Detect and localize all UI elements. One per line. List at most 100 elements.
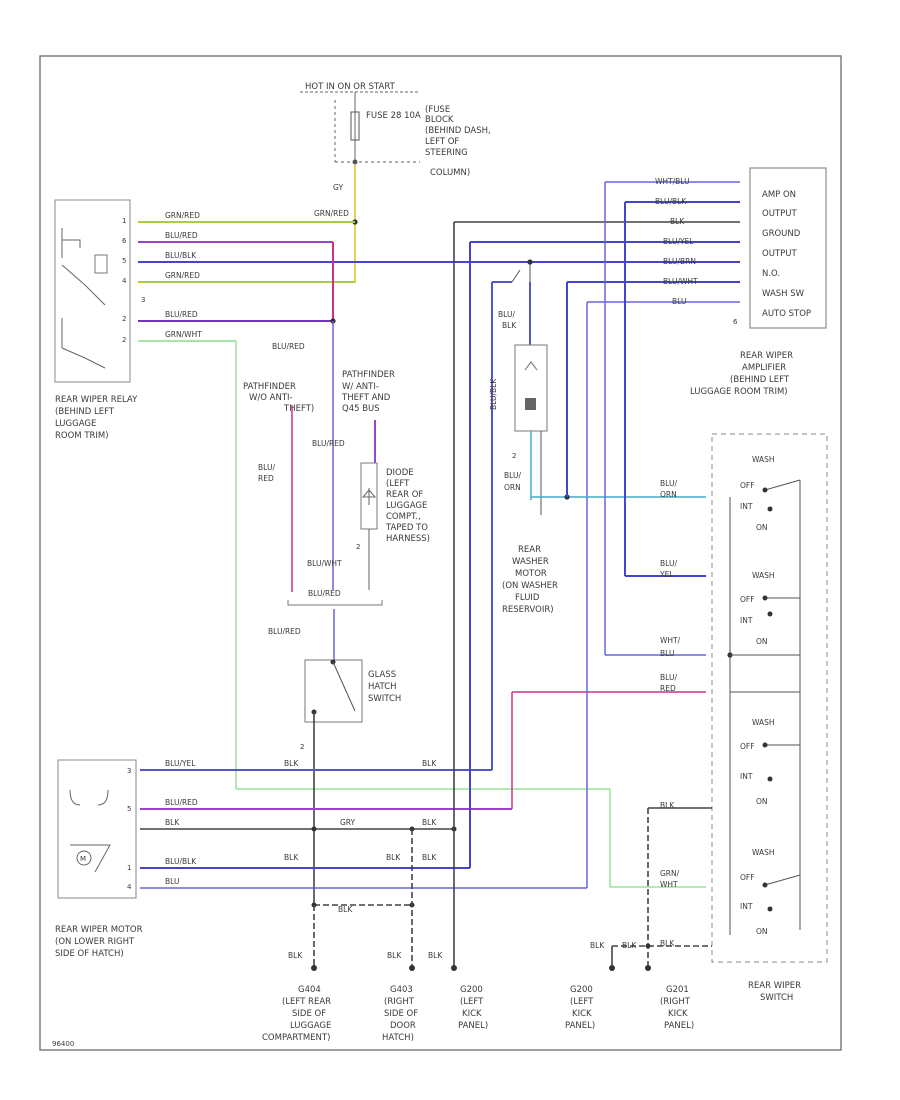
amp-terminal-3: GROUND bbox=[762, 229, 801, 239]
grounds: BLK BLK BLK BLK BLK G404 (LEFT REAR SIDE… bbox=[262, 941, 694, 1043]
relay-line-2: (BEHIND LEFT bbox=[55, 407, 115, 417]
motor-blk-a: BLK bbox=[284, 759, 299, 768]
motor-wires: BLU/YEL BLK BLK BLU/RED BLK GRY BLK BLU/… bbox=[140, 221, 740, 968]
ground-1-label: G404 (LEFT REAR SIDE OF LUGGAGE COMPARTM… bbox=[262, 985, 334, 1043]
footer-code: 96400 bbox=[52, 1040, 74, 1048]
pathfinder-wo-3: THEFT) bbox=[283, 404, 314, 414]
amp-wire-4: BLU/YEL bbox=[663, 237, 694, 246]
washer-pin: 2 bbox=[512, 452, 516, 460]
amp-wire-6: BLU/WHT bbox=[663, 277, 698, 286]
relay-wire-2-label: BLU/RED bbox=[165, 231, 198, 240]
sw-off-3: OFF bbox=[740, 742, 755, 751]
fuse-icon bbox=[350, 111, 360, 141]
sw-wire-blu-orn-2: ORN bbox=[660, 490, 677, 499]
motor-m: M bbox=[80, 855, 86, 863]
ground-5-wire: BLK bbox=[622, 941, 637, 950]
ground-2-wire: BLK bbox=[387, 951, 402, 960]
amp-wire-3: BLK bbox=[670, 217, 685, 226]
fuse-block-line-1: (FUSE bbox=[425, 105, 450, 115]
relay-wire-4-label: GRN/RED bbox=[165, 271, 200, 280]
sw-on-4: ON bbox=[756, 927, 768, 936]
rear-washer-motor: BLU/ BLK BLU/BLK 2 BLU/ ORN REAR WASHER … bbox=[489, 259, 740, 615]
blu-red-label: BLU/ RED bbox=[258, 463, 277, 483]
sw-wire-blu-orn-1: BLU/ bbox=[660, 479, 677, 488]
motor-wire-4: BLU/BLK bbox=[165, 857, 197, 866]
relay-pin-2b: 2 bbox=[122, 336, 126, 344]
fuse-block-line-2: BLOCK bbox=[425, 115, 454, 125]
sw-wire-blu-yel-2: YEL bbox=[659, 570, 674, 579]
motor-pin-1: 1 bbox=[127, 864, 131, 872]
sw-wire-blk-2: BLK bbox=[660, 939, 675, 948]
pathfinder-wo-1: PATHFINDER bbox=[243, 382, 296, 392]
motor-pin-5: 5 bbox=[127, 805, 131, 813]
diode-bot-wire: BLU/WHT bbox=[307, 559, 342, 568]
motor-blk-f: BLK bbox=[422, 853, 437, 862]
sw-wire-wht-blu-1: WHT/ bbox=[660, 636, 681, 645]
glass-hatch-label: GLASS HATCH SWITCH bbox=[368, 670, 401, 704]
ground-3-label: G200 (LEFT KICK PANEL) bbox=[458, 985, 488, 1031]
motor-blk-c: BLK bbox=[422, 818, 437, 827]
relay-pin-6: 6 bbox=[122, 237, 127, 245]
rear-wiper-motor: M 3 5 1 4 REAR WIPER MOTOR (ON LOWER RIG… bbox=[55, 759, 145, 959]
relay-wire-1-label: GRN/RED bbox=[165, 211, 200, 220]
power-source-label: HOT IN ON OR START bbox=[305, 82, 396, 92]
pathfinder-w-4: Q45 BUS bbox=[342, 404, 380, 414]
relay-pin-4: 4 bbox=[122, 277, 127, 285]
bluread-label-b: BLU/RED bbox=[312, 439, 345, 448]
relay-wire-5-label: BLU/RED bbox=[165, 310, 198, 319]
rear-switch-label: REAR WIPER SWITCH bbox=[748, 981, 804, 1003]
motor-blk-e: BLK bbox=[386, 853, 401, 862]
diode-label: DIODE (LEFT REAR OF LUGGAGE COMPT., TAPE… bbox=[385, 468, 431, 544]
fuse-block-line-6: COLUMN) bbox=[430, 168, 470, 178]
diode-pin: 2 bbox=[356, 543, 360, 551]
relay-line-4: ROOM TRIM) bbox=[55, 431, 109, 441]
ground-5-label: G201 (RIGHT KICK PANEL) bbox=[660, 985, 694, 1031]
pathfinder-w-label: PATHFINDER W/ ANTI- THEFT AND Q45 BUS bbox=[341, 370, 398, 414]
relay-pin-2a: 2 bbox=[122, 315, 126, 323]
sw-on-3: ON bbox=[756, 797, 768, 806]
amp-wire-2: BLU/BLK bbox=[655, 197, 687, 206]
sw-wire-grn-wht-1: GRN/ bbox=[660, 869, 680, 878]
sw-wire-blu-red-2: RED bbox=[660, 684, 676, 693]
sw-wire-blu-red-1: BLU/ bbox=[660, 673, 677, 682]
rear-wiper-amplifier: WHT/BLU BLU/BLK BLK BLU/YEL BLU/BRN BLU/… bbox=[604, 167, 827, 656]
washer-motor-label: REAR WASHER MOTOR (ON WASHER FLUID RESER… bbox=[502, 545, 561, 615]
ground-1-icon bbox=[311, 965, 317, 971]
washer-top-wire: BLU/ BLK bbox=[498, 310, 517, 330]
washer-vert-wire: BLU/BLK bbox=[489, 378, 498, 410]
sw-int-2: INT bbox=[740, 616, 753, 625]
sw-off-4: OFF bbox=[740, 873, 755, 882]
motor-wire-5: BLU bbox=[165, 877, 179, 886]
sw-wire-wht-blu-2: BLU bbox=[660, 649, 674, 658]
sw-wash-1: WASH bbox=[752, 455, 775, 464]
diagram-frame bbox=[39, 55, 842, 1051]
wiper-motor-label: REAR WIPER MOTOR (ON LOWER RIGHT SIDE OF… bbox=[55, 925, 145, 959]
sw-off-2: OFF bbox=[740, 595, 755, 604]
pathfinder-w-3: THEFT AND bbox=[341, 393, 391, 403]
sw-int-3: INT bbox=[740, 772, 753, 781]
glass-hatch-wire: BLU/RED bbox=[268, 627, 301, 636]
amp-terminal-6: WASH SW bbox=[762, 289, 805, 299]
ground-3-wire: BLK bbox=[428, 951, 443, 960]
amp-pin-last: 6 bbox=[733, 318, 738, 326]
motor-wire-2: BLU/RED bbox=[165, 798, 198, 807]
motor-pin-3: 3 bbox=[127, 767, 131, 775]
sw-int-1: INT bbox=[740, 502, 753, 511]
relay-label: REAR WIPER RELAY (BEHIND LEFT LUGGAGE RO… bbox=[55, 395, 140, 441]
rear-wiper-switch: WASH OFF INT ON WASH OFF INT ON WASH OFF… bbox=[711, 433, 828, 1003]
relay-wire-6-label: GRN/WHT bbox=[165, 330, 202, 339]
sw-wire-blk-1: BLK bbox=[660, 801, 675, 810]
sw-on-1: ON bbox=[756, 523, 768, 532]
pathfinder-w-2: W/ ANTI- bbox=[342, 382, 379, 392]
rear-wiper-relay: 1 6 5 4 3 2 2 REAR WIPER RELAY (BEHIND L… bbox=[54, 199, 145, 441]
sw-wash-2: WASH bbox=[752, 571, 775, 580]
fuse-block-label: (FUSE BLOCK (BEHIND DASH, LEFT OF STEERI… bbox=[425, 105, 493, 178]
pathfinder-w-1: PATHFINDER bbox=[342, 370, 395, 380]
gy-wire-label: GY bbox=[333, 183, 343, 192]
glass-hatch-pin: 2 bbox=[300, 743, 304, 751]
relay-wire-3-label: BLU/BLK bbox=[165, 251, 197, 260]
amp-terminal-5: N.O. bbox=[762, 269, 780, 279]
fuse-rating: FUSE 28 10A bbox=[366, 111, 421, 121]
amp-terminal-2: OUTPUT bbox=[762, 209, 797, 219]
pathfinder-wo-2: W/O ANTI- bbox=[249, 393, 293, 403]
